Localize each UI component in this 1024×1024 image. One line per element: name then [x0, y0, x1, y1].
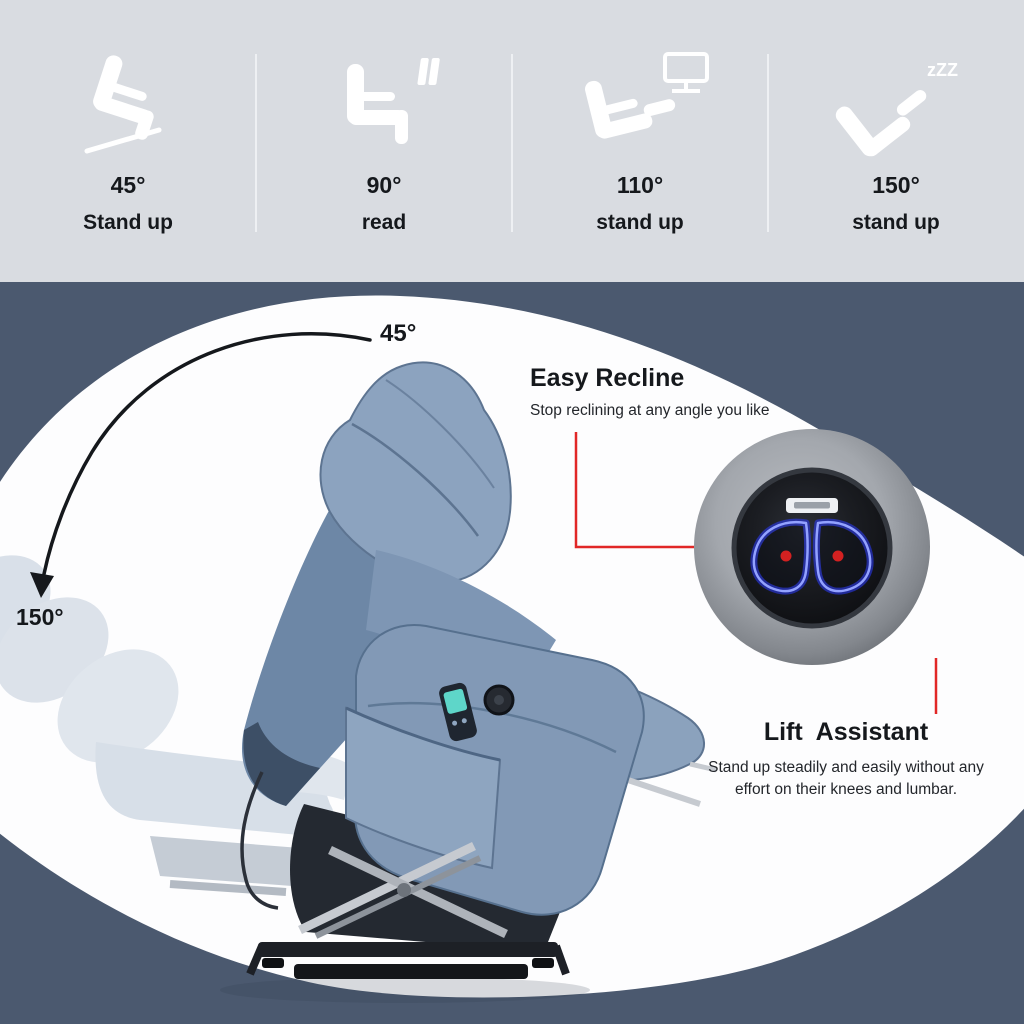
position-label: Stand up	[83, 211, 173, 234]
angle-label: 45°	[110, 172, 146, 198]
easy-recline-subtitle: Stop reclining at any angle you like	[530, 402, 770, 419]
easy-recline-callout-line	[574, 432, 694, 549]
angle-label: 110°	[616, 172, 664, 198]
lift-recliner-photo	[240, 361, 717, 979]
lift-assistant-title: Lift Assistant	[763, 718, 929, 746]
lift-assistant-line1: Stand up steadily and easily without any	[708, 759, 984, 776]
recline-angles-panel: 45° Stand up 90° read	[0, 0, 1024, 282]
feature-90: 90° read	[256, 0, 513, 282]
feature-110: 110° stand up	[512, 0, 769, 282]
recliner-45-icon	[84, 55, 162, 154]
easy-recline-callout: Easy Recline Stop reclining at any angle…	[530, 364, 770, 420]
recline-max-angle-label: 150°	[16, 604, 64, 630]
feature-45: 45° Stand up	[0, 0, 257, 282]
lift-buttons	[750, 518, 874, 595]
lift-mechanism	[246, 841, 570, 979]
side-control-button	[483, 684, 515, 716]
recline-min-angle-label: 45°	[380, 320, 417, 347]
position-label: stand up	[596, 211, 684, 234]
angle-label: 90°	[366, 172, 402, 198]
sleep-zzz-icon: zZZ	[927, 60, 958, 80]
position-label: read	[361, 211, 407, 234]
control-panel-inset	[694, 429, 930, 665]
divider	[255, 54, 257, 232]
feature-150: zZZ 150° stand up	[768, 0, 1024, 282]
recliner-90-icon	[347, 58, 440, 144]
remote-control	[439, 682, 477, 742]
usb-port	[786, 498, 838, 513]
power-cord	[240, 771, 279, 910]
chair-shadow	[220, 977, 590, 1003]
easy-recline-title: Easy Recline	[530, 364, 685, 392]
divider	[511, 54, 513, 232]
divider	[767, 54, 769, 232]
recliner-110-icon	[584, 52, 709, 139]
recline-arc-arrow	[30, 332, 372, 598]
recliner-150-icon: zZZ	[835, 60, 958, 157]
angle-label: 150°	[872, 172, 920, 198]
lift-assistant-callout: Lift Assistant Stand up steadily and eas…	[678, 718, 1014, 800]
lift-assistant-line2: effort on their knees and lumbar.	[734, 780, 958, 798]
tv-icon	[663, 52, 709, 93]
position-label: stand up	[852, 211, 940, 234]
book-icon	[417, 58, 440, 85]
